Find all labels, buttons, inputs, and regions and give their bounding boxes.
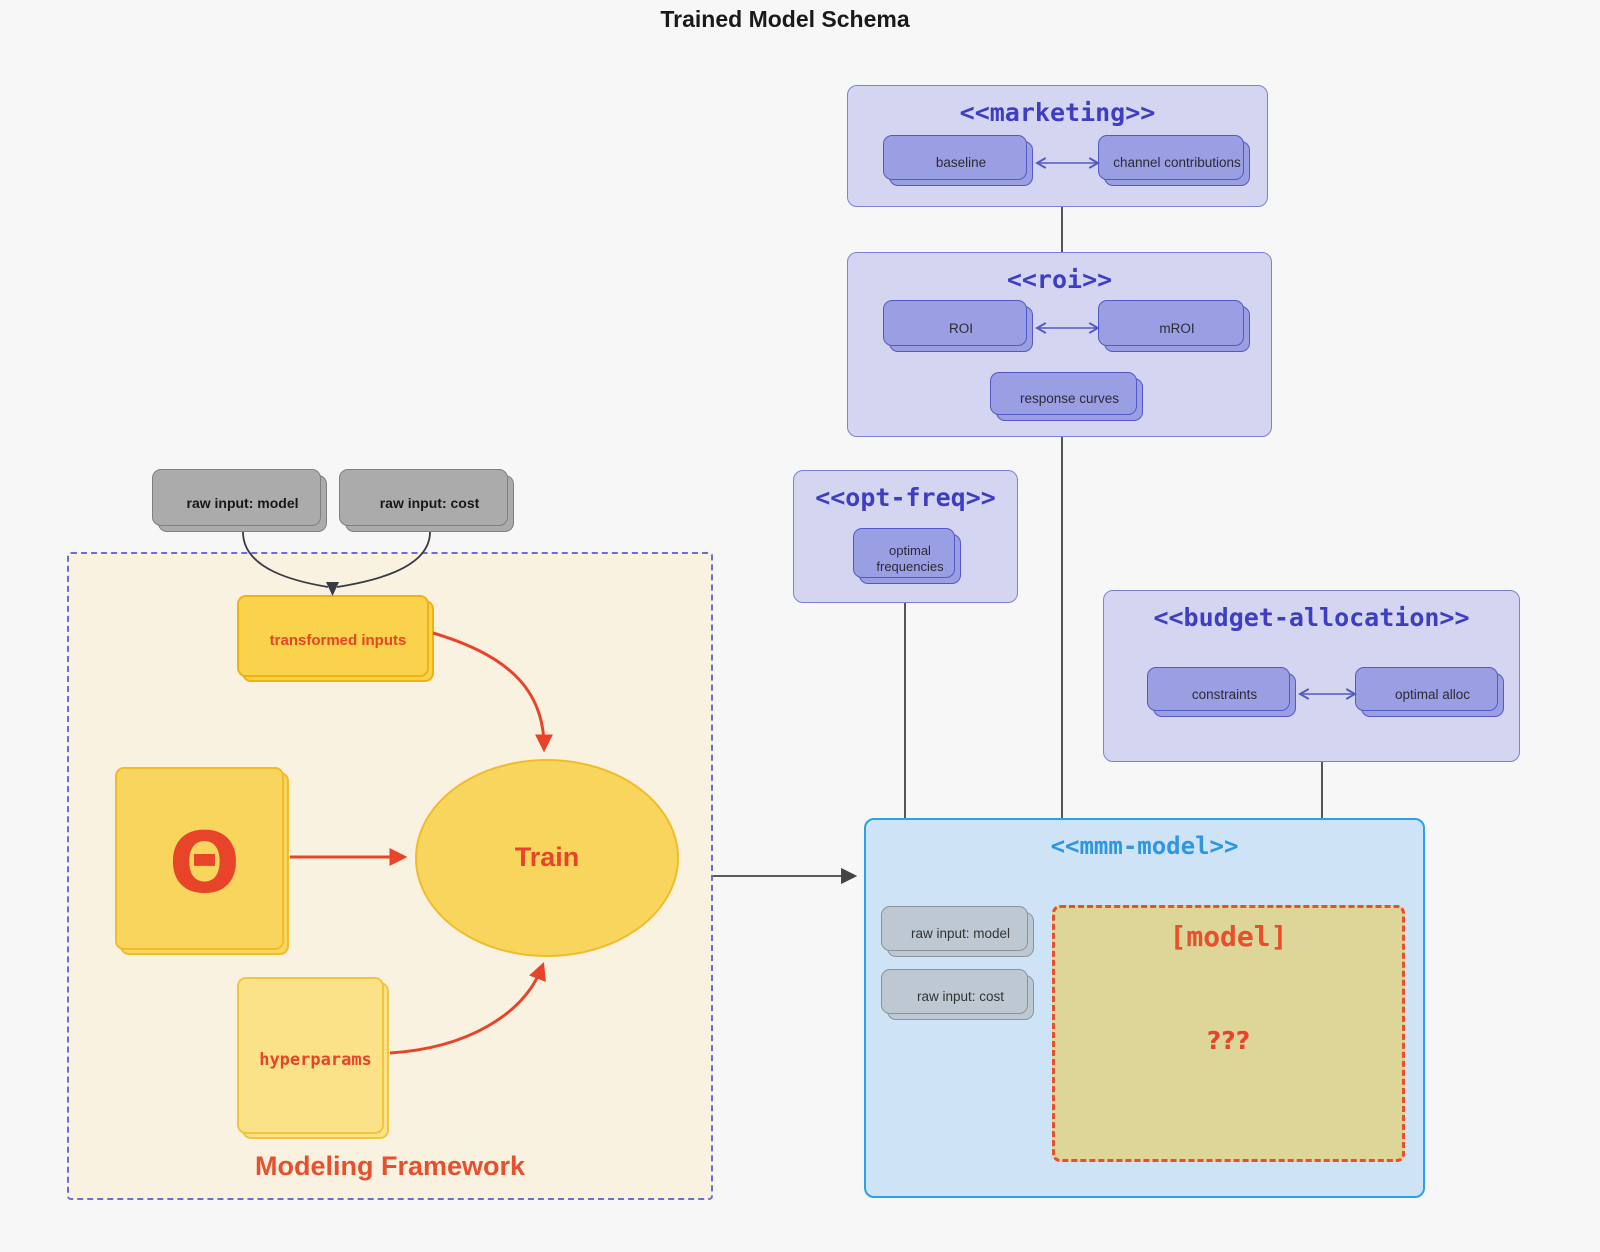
optimal-alloc-node: optimal alloc	[1355, 667, 1504, 717]
roi-group: <<roi>> ROI mROI response curves	[847, 252, 1272, 437]
marketing-group: <<marketing>> baseline channel contribut…	[847, 85, 1268, 207]
opt-freq-group: <<opt-freq>> optimal frequencies	[793, 470, 1018, 603]
model-label: [model]	[1169, 920, 1288, 953]
budget-allocation-group: <<budget-allocation>> constraints optima…	[1103, 590, 1520, 762]
modeling-framework-group: transformed inputs Θ Train hyperparams M…	[67, 552, 713, 1200]
marketing-group-title: <<marketing>>	[959, 98, 1156, 127]
optimal-frequencies-node: optimal frequencies	[853, 528, 961, 584]
opt-freq-group-title: <<opt-freq>>	[815, 483, 996, 512]
mmm-raw-input-model-node: raw input: model	[881, 906, 1034, 957]
roi-node: ROI	[883, 300, 1033, 352]
mroi-node: mROI	[1098, 300, 1250, 352]
constraints-node: constraints	[1147, 667, 1296, 717]
channel-contributions-node: channel contributions	[1098, 135, 1250, 186]
unknown-label: ???	[1206, 1026, 1251, 1055]
model-placeholder-box: [model] ???	[1052, 905, 1405, 1162]
mmm-model-group: <<mmm-model>> raw input: model raw input…	[864, 818, 1425, 1198]
response-curves-node: response curves	[990, 372, 1143, 421]
train-ellipse: Train	[415, 759, 679, 957]
modeling-framework-label: Modeling Framework	[254, 1151, 526, 1181]
raw-input-cost-node: raw input: cost	[339, 469, 514, 532]
raw-input-model-node: raw input: model	[152, 469, 327, 532]
budget-allocation-group-title: <<budget-allocation>>	[1153, 603, 1470, 632]
baseline-node: baseline	[883, 135, 1033, 186]
page-title: Trained Model Schema	[660, 6, 910, 32]
transformed-inputs-node: transformed inputs	[237, 595, 434, 682]
roi-group-title: <<roi>>	[1006, 265, 1113, 294]
mmm-raw-input-cost-node: raw input: cost	[881, 969, 1034, 1020]
theta-node: Θ	[115, 767, 289, 955]
hyperparams-node: hyperparams	[237, 977, 389, 1139]
mmm-model-group-title: <<mmm-model>>	[1050, 832, 1239, 860]
